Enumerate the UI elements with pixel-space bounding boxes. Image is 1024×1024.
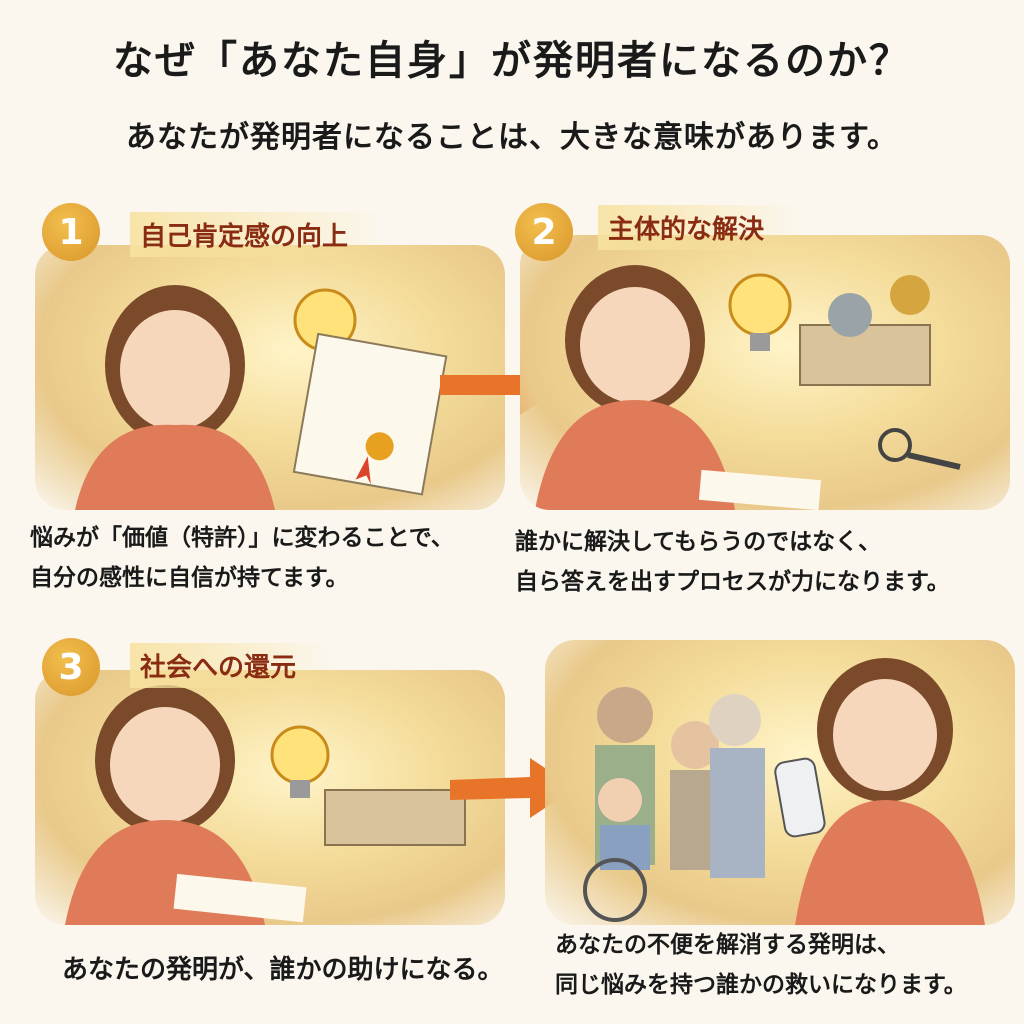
number-badge-3: 3 (42, 638, 100, 696)
illustration-self-esteem (35, 245, 505, 510)
caption-line: 同じ悩みを持つ誰かの救いになります。 (555, 972, 967, 998)
woman-holding-bulb-illustration (535, 265, 961, 510)
panel-caption-4: あなたの不便を解消する発明は、 同じ悩みを持つ誰かの救いになります。 (555, 925, 967, 1005)
panel-caption-3: あなたの発明が、誰かの助けになる。 (62, 950, 503, 990)
arrow-right-icon (450, 758, 575, 818)
panel-label-2: 主体的な解決 (598, 205, 805, 250)
illustration-proactive-solution (520, 235, 1010, 510)
panel-label-1: 自己肯定感の向上 (130, 212, 389, 257)
lightbulb-icon (728, 273, 792, 351)
caption-line: 誰かに解決してもらうのではなく、 (515, 529, 882, 555)
panel-caption-2: 誰かに解決してもらうのではなく、 自ら答えを出すプロセスが力になります。 (515, 522, 950, 602)
number-badge-2: 2 (515, 203, 573, 261)
caption-line: あなたの不便を解消する発明は、 (555, 932, 900, 958)
device-icon (774, 757, 826, 838)
woman-writing-illustration (65, 685, 466, 925)
drawer-icon (324, 789, 466, 846)
caption-line: あなたの発明が、誰かの助けになる。 (62, 955, 504, 985)
number-badge-1: 1 (42, 203, 100, 261)
people-and-woman-with-device-illustration (583, 658, 985, 925)
caption-line: 自分の感性に自信が持てます。 (30, 565, 349, 591)
illustration-social-contribution (35, 670, 505, 925)
panel-caption-1: 悩みが「価値（特許）」に変わることで、 自分の感性に自信が持てます。 (30, 518, 454, 598)
lightbulb-icon (270, 725, 330, 798)
certificate-icon (292, 332, 448, 496)
woman-with-certificate-illustration (75, 285, 448, 510)
magnifier-icon (878, 428, 961, 470)
illustration-helping-others (545, 640, 1015, 925)
caption-line: 自ら答えを出すプロセスが力になります。 (515, 569, 950, 595)
caption-line: 悩みが「価値（特許）」に変わることで、 (30, 525, 454, 551)
drawer-with-gears-icon (799, 275, 931, 386)
wheelchair-icon (583, 858, 647, 922)
panel-label-3: 社会への還元 (130, 643, 337, 688)
page-title: なぜ「あなた自身」が発明者になるのか？ (113, 38, 911, 84)
page-subtitle: あなたが発明者になることは、大きな意味があります。 (126, 120, 898, 155)
